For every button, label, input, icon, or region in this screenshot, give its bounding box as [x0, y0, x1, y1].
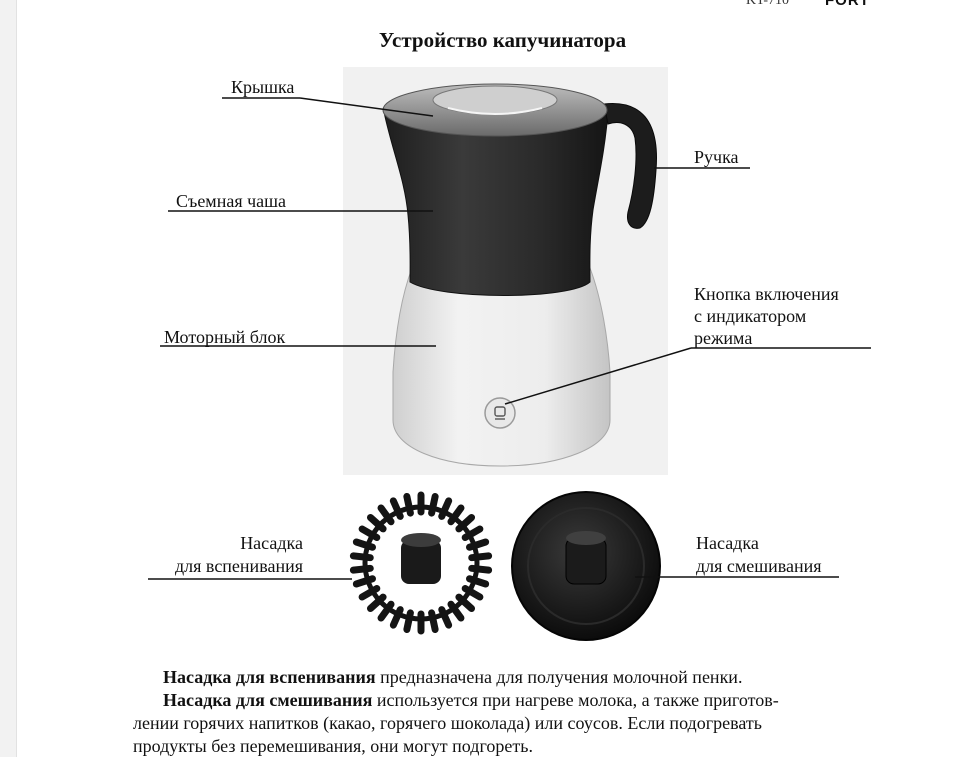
power-button-icon — [484, 397, 516, 429]
label-button-line1: Кнопка включения — [694, 284, 839, 304]
label-lid: Крышка — [231, 77, 295, 97]
label-mix-line1: Насадка — [696, 533, 759, 553]
page-margin-strip — [0, 0, 17, 757]
label-handle: Ручка — [694, 147, 739, 167]
removable-bowl — [383, 103, 658, 296]
page-title: Устройство капучинатора — [378, 28, 627, 52]
paragraph-frothing-term: Насадка для вспенивания — [163, 667, 376, 687]
mixing-disc-image — [511, 491, 661, 641]
paragraph-mixing-line2: лении горячих напитков (какао, горячего … — [133, 713, 762, 733]
paragraph-mixing-term: Насадка для смешивания — [163, 690, 373, 710]
leader-lines — [148, 97, 871, 580]
label-button-line2: с индикатором — [694, 306, 807, 326]
header-brand: FORT — [825, 0, 870, 9]
label-bowl: Съемная чаша — [176, 191, 286, 211]
paragraph-mixing-text: используется при нагреве молока, а также… — [372, 690, 779, 710]
paragraph-mixing-line1: Насадка для смешивания используется при … — [133, 689, 863, 712]
label-froth-line2: для вспенивания — [175, 556, 303, 576]
lid — [382, 83, 608, 137]
paragraph-mixing-line3: продукты без перемешивания, они могут по… — [133, 736, 533, 756]
label-froth-line1: Насадка — [240, 533, 303, 553]
frothing-whisk-image — [347, 489, 495, 637]
label-motor: Моторный блок — [164, 327, 286, 347]
paragraph-frothing-text: предназначена для получения молочной пен… — [375, 667, 743, 687]
label-button-line3: режима — [694, 328, 753, 348]
label-mix-line2: для смешивания — [696, 556, 822, 576]
paragraph-frothing: Насадка для вспенивания предназначена дл… — [133, 666, 863, 689]
header-model: KT-710 — [746, 0, 790, 8]
